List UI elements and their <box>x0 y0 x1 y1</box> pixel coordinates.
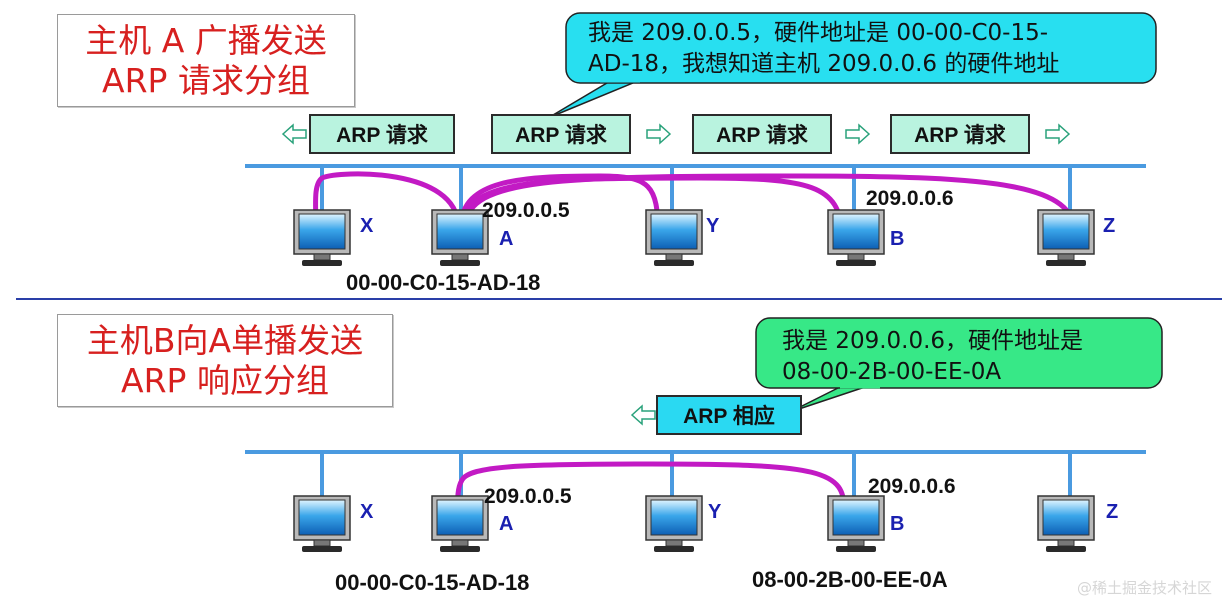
top-host-z-label: Z <box>1103 215 1116 237</box>
arp-request-packet: ARP 请求 <box>692 114 832 154</box>
bottom-title-line1: 主机B向A单播发送 <box>86 321 364 360</box>
top-host-a-label: A <box>499 228 514 250</box>
computer-z-icon <box>1037 495 1095 553</box>
arrow-right-icon <box>646 123 672 145</box>
arp-response-packet: ARP 相应 <box>656 395 802 435</box>
bottom-host-z-label: Z <box>1106 501 1119 523</box>
bottom-host-b-mac: 08-00-2B-00-EE-0A <box>752 567 948 592</box>
bottom-drop-lines <box>320 452 1072 496</box>
bottom-title-box: 主机B向A单播发送 ARP 响应分组 <box>57 314 393 407</box>
top-host-a-mac: 00-00-C0-15-AD-18 <box>346 270 541 295</box>
unicast-b-to-a <box>447 461 847 530</box>
computer-b-icon <box>827 495 885 553</box>
top-bubble-line1: 我是 209.0.0.5，硬件地址是 00-00-C0-15- <box>588 20 1049 46</box>
bottom-bubble-line2: 08-00-2B-00-EE-0A <box>782 359 1002 385</box>
bottom-bubble-text: 我是 209.0.0.6，硬件地址是 08-00-2B-00-EE-0A <box>782 326 1083 388</box>
bottom-host-a-label: A <box>499 513 514 535</box>
broadcast-to-x <box>305 171 461 244</box>
arrow-left-icon <box>281 123 307 145</box>
bottom-host-b-ip: 209.0.0.6 <box>868 475 956 498</box>
top-callout <box>547 12 1157 119</box>
arp-request-packet: ARP 请求 <box>309 114 455 154</box>
top-bubble-text: 我是 209.0.0.5，硬件地址是 00-00-C0-15- AD-18，我想… <box>588 18 1059 80</box>
arrow-right-icon <box>1045 123 1071 145</box>
broadcast-to-z <box>462 173 1085 244</box>
computer-x-icon <box>293 495 351 553</box>
computer-x-icon <box>293 209 351 267</box>
top-broadcast-arrows <box>305 171 1085 244</box>
computer-y-icon <box>645 209 703 267</box>
computer-a-icon <box>431 209 489 267</box>
broadcast-to-y <box>458 173 668 244</box>
top-host-a-ip: 209.0.0.5 <box>482 199 570 222</box>
bottom-host-a-mac: 00-00-C0-15-AD-18 <box>335 570 530 595</box>
bottom-host-x-label: X <box>360 501 374 523</box>
top-drop-lines <box>320 166 1072 210</box>
top-title-line2: ARP 请求分组 <box>102 61 310 100</box>
arrow-right-icon <box>845 123 871 145</box>
arp-request-packet: ARP 请求 <box>491 114 631 154</box>
computer-y-icon <box>645 495 703 553</box>
watermark: @稀土掘金技术社区 <box>1076 579 1212 597</box>
bottom-bubble-line1: 我是 209.0.0.6，硬件地址是 <box>782 328 1084 354</box>
top-host-b-ip: 209.0.0.6 <box>866 187 954 210</box>
arp-request-packet: ARP 请求 <box>890 114 1030 154</box>
top-title-line1: 主机 A 广播发送 <box>85 21 327 60</box>
top-bubble-line2: AD-18，我想知道主机 209.0.0.6 的硬件地址 <box>588 51 1060 77</box>
arrow-left-icon <box>630 404 656 426</box>
top-host-x-label: X <box>360 215 374 237</box>
bottom-host-b-label: B <box>890 513 905 535</box>
top-computers <box>293 209 1095 267</box>
computer-a-icon <box>431 495 489 553</box>
top-host-b-label: B <box>890 228 905 250</box>
bottom-computers <box>293 495 1095 553</box>
computer-z-icon <box>1037 209 1095 267</box>
computer-b-icon <box>827 209 885 267</box>
top-title-box: 主机 A 广播发送 ARP 请求分组 <box>57 14 355 107</box>
bottom-title-line2: ARP 响应分组 <box>121 361 329 400</box>
bottom-host-a-ip: 209.0.0.5 <box>484 485 572 508</box>
bottom-host-y-label: Y <box>708 501 722 523</box>
top-host-y-label: Y <box>706 215 720 237</box>
top-direction-arrows <box>281 123 1071 145</box>
bottom-callout <box>755 317 1163 413</box>
